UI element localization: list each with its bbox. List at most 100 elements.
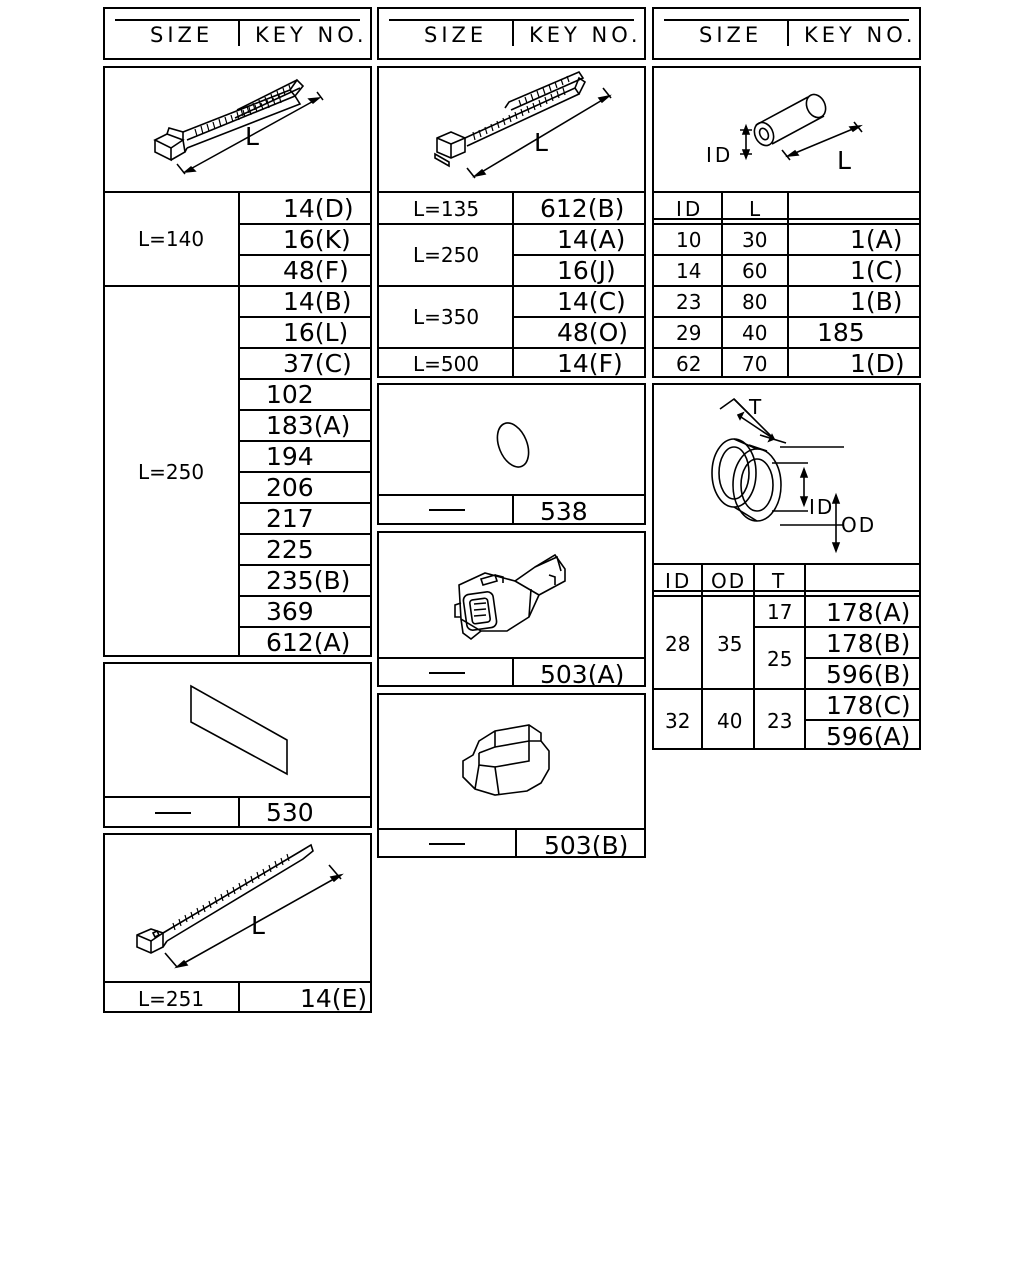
key-cell: 612(A): [266, 628, 351, 657]
l-cell: 40: [742, 321, 768, 345]
key-cell: 16(K): [283, 225, 351, 254]
header-size-label: SIZE: [424, 23, 488, 47]
key-cell: 612(B): [540, 194, 625, 223]
header-size-label: SIZE: [699, 23, 763, 47]
plug-drawing: [496, 422, 530, 468]
header-key-label: KEY NO.: [529, 23, 642, 47]
key-cell: 538: [540, 497, 588, 526]
key-cell: 1(C): [850, 256, 903, 285]
key-cell: 596(A): [826, 722, 911, 751]
key-cell: 37(C): [283, 349, 352, 378]
id-cell: 10: [676, 228, 702, 252]
size-cell: L=500: [413, 352, 480, 376]
key-cell: 16(J): [557, 256, 616, 285]
header-key-label: KEY NO.: [255, 23, 368, 47]
plug-panel: 538: [377, 383, 646, 525]
header-key-label: KEY NO.: [804, 23, 917, 47]
key-cell: 183(A): [266, 411, 351, 440]
double-tie-drawing: [434, 71, 612, 179]
cable-tie-251-panel: L L=251 14(E): [103, 833, 372, 1013]
l-cell: 60: [742, 259, 768, 283]
dimension-t-label: T: [749, 395, 762, 419]
cable-tie-251-drawing: [136, 843, 344, 969]
key-cell: 178(C): [826, 691, 911, 720]
connector-a-drawing: [454, 553, 566, 641]
key-cell: 206: [266, 473, 314, 502]
key-cell: 503(A): [540, 660, 625, 689]
od-cell: 40: [717, 709, 743, 733]
key-cell: 1(A): [850, 225, 903, 254]
tape-drawing: [190, 684, 288, 776]
key-cell: 194: [266, 442, 314, 471]
key-cell: 178(B): [826, 629, 911, 658]
dimension-l-label: L: [251, 911, 265, 940]
dimension-id-label: ID: [706, 143, 734, 167]
key-cell: 178(A): [826, 598, 911, 627]
col-header-t: T: [772, 569, 785, 593]
key-cell: 1(B): [850, 287, 903, 316]
double-tie-panel: L L=135 612(B) L=250 14(A) 16(J) L=350 1…: [377, 66, 646, 378]
cable-tie-drawing: [153, 78, 324, 175]
size-cell: L=251: [138, 987, 205, 1011]
header-col1: SIZE KEY NO.: [103, 7, 372, 60]
header-col2: SIZE KEY NO.: [377, 7, 646, 60]
key-cell: 14(A): [557, 225, 626, 254]
header-size-label: SIZE: [150, 23, 214, 47]
key-cell: 14(E): [300, 984, 368, 1013]
key-cell: 14(F): [557, 349, 623, 378]
key-cell: 185: [817, 318, 865, 347]
key-cell: 530: [266, 798, 314, 827]
key-cell: 14(C): [557, 287, 626, 316]
key-cell: 14(D): [283, 194, 354, 223]
grommet-drawing: [711, 397, 844, 554]
id-cell: 14: [676, 259, 702, 283]
dimension-od-label: OD: [841, 513, 877, 537]
size-cell: L=135: [413, 197, 480, 221]
size-cell: L=250: [413, 243, 480, 267]
t-cell: 25: [767, 647, 793, 671]
dimension-l-label: L: [534, 128, 548, 157]
connector-a-panel: 503(A): [377, 531, 646, 687]
grommet-panel: T ID OD ID OD T 28 35 17 25 178(A) 178(B…: [652, 383, 921, 750]
size-cell: L=350: [413, 305, 480, 329]
connector-b-panel: 503(B): [377, 693, 646, 858]
dimension-l-label: L: [837, 146, 851, 175]
size-cell: L=250: [138, 460, 205, 484]
size-dash: [429, 843, 465, 845]
key-cell: 14(B): [283, 287, 352, 316]
od-cell: 35: [717, 632, 743, 656]
key-cell: 102: [266, 380, 314, 409]
size-dash: [155, 812, 191, 814]
key-cell: 503(B): [544, 831, 629, 860]
col-header-id: ID: [676, 197, 704, 221]
cable-tie-panel: L L=140 14(D) 16(K) 48(F) L=250 14(B) 16…: [103, 66, 372, 657]
key-cell: 596(B): [826, 660, 911, 689]
key-cell: 225: [266, 535, 314, 564]
col-header-id: ID: [665, 569, 693, 593]
key-cell: 48(O): [557, 318, 628, 347]
key-cell: 217: [266, 504, 314, 533]
tape-panel: 530: [103, 662, 372, 828]
col-header-l: L: [749, 197, 761, 221]
key-cell: 235(B): [266, 566, 351, 595]
t-cell: 17: [767, 600, 793, 624]
tube-drawing: [740, 93, 863, 161]
id-cell: 29: [676, 321, 702, 345]
tube-panel: ID L ID L 10 30 1(A) 14 60 1(C) 23 80 1(…: [652, 66, 921, 378]
id-cell: 32: [665, 709, 691, 733]
connector-b-drawing: [462, 724, 550, 796]
t-cell: 23: [767, 709, 793, 733]
l-cell: 80: [742, 290, 768, 314]
l-cell: 30: [742, 228, 768, 252]
id-cell: 28: [665, 632, 691, 656]
key-cell: 1(D): [850, 349, 905, 378]
key-cell: 48(F): [283, 256, 349, 285]
id-cell: 62: [676, 352, 702, 376]
header-col3: SIZE KEY NO.: [652, 7, 921, 60]
key-cell: 369: [266, 597, 314, 626]
id-cell: 23: [676, 290, 702, 314]
key-cell: 16(L): [283, 318, 349, 347]
dimension-id-label: ID: [809, 495, 835, 519]
size-cell: L=140: [138, 227, 205, 251]
size-dash: [429, 672, 465, 674]
